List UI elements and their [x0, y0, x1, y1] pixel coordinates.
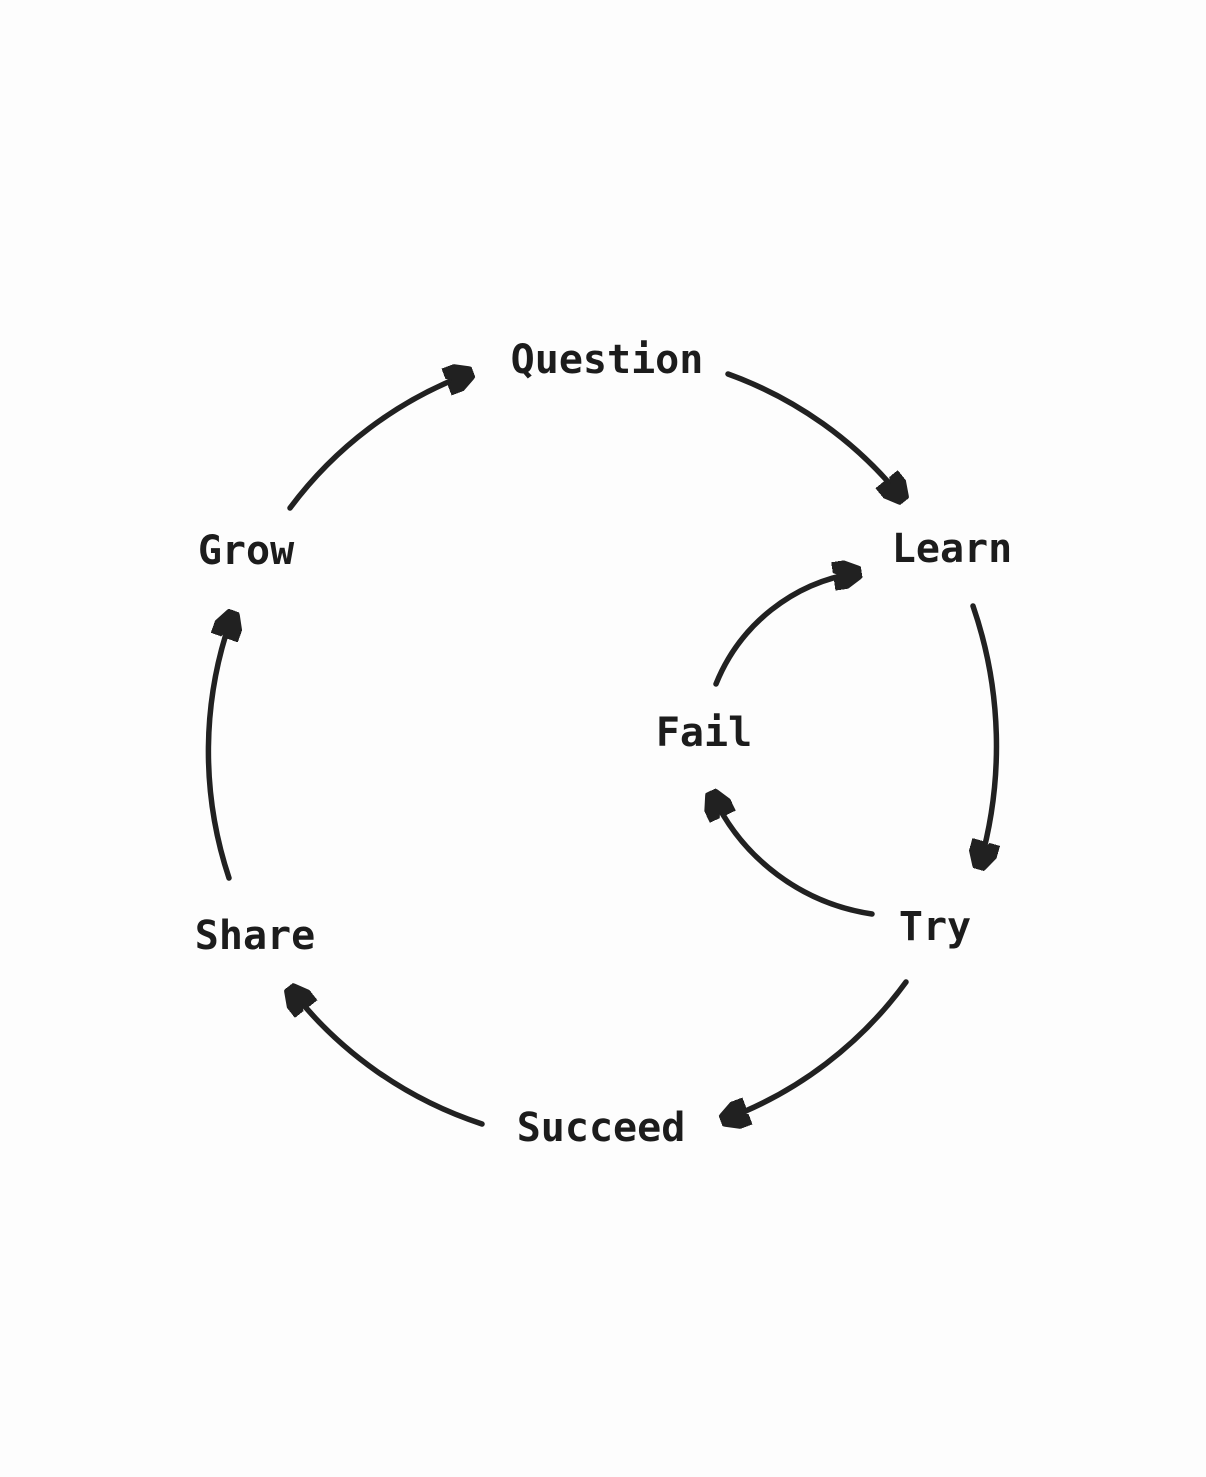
arrow-try-to-fail — [713, 796, 875, 917]
arrow-grow-to-question — [287, 374, 468, 511]
node-try: Try — [898, 904, 972, 950]
node-share: Share — [194, 913, 316, 959]
node-succeed: Succeed — [516, 1105, 686, 1151]
arrow-share-to-grow — [205, 616, 232, 881]
node-grow: Grow — [197, 528, 295, 574]
node-fail: Fail — [655, 710, 753, 756]
arrow-succeed-to-share — [292, 991, 485, 1127]
arrow-try-to-succeed — [726, 979, 909, 1119]
arrow-question-to-learn — [725, 371, 901, 497]
node-learn: Learn — [891, 526, 1013, 572]
node-question: Question — [510, 337, 704, 383]
arrow-fail-to-learn — [713, 573, 856, 687]
arrow-learn-to-try — [973, 603, 996, 864]
